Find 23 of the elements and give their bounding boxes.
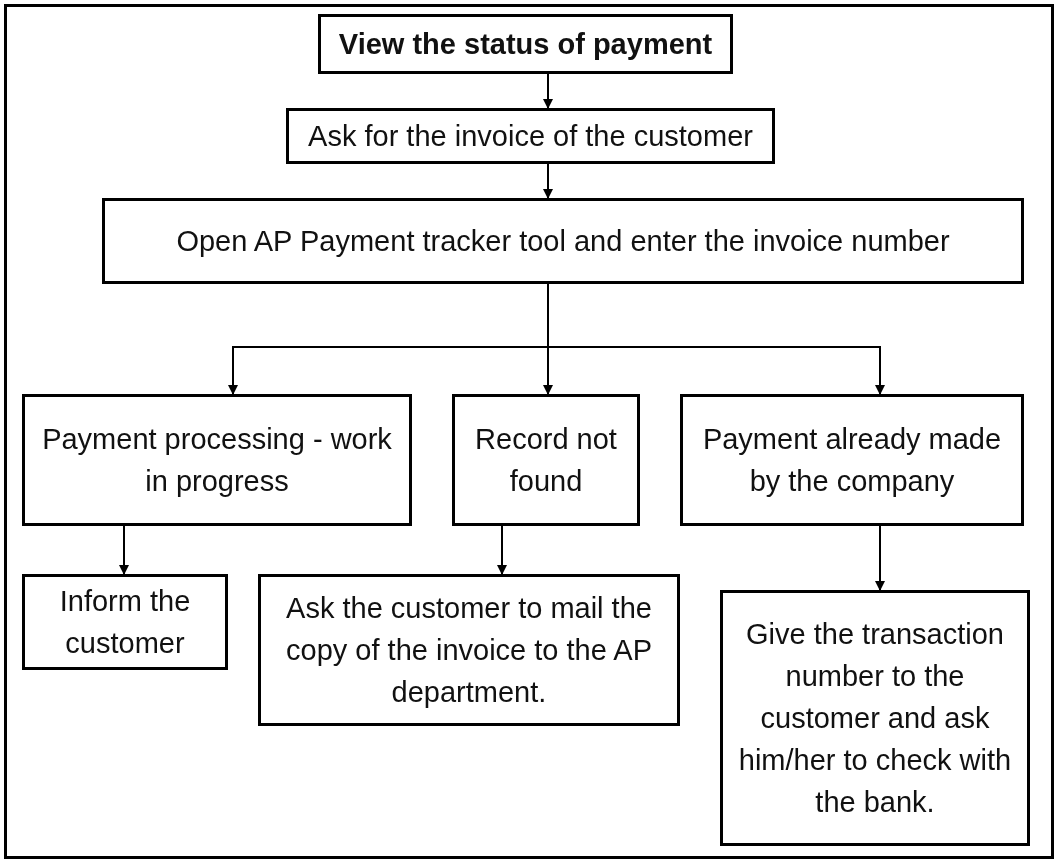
process-box: [22, 394, 412, 526]
step-text: Inform the customer: [58, 584, 192, 661]
process-box: [286, 108, 775, 164]
step-text: Payment already made by the company: [701, 422, 1003, 499]
step-text: Open AP Payment tracker tool and enter the invoice number: [176, 224, 950, 259]
arrow: [543, 163, 553, 199]
step-text: Ask for the invoice of the customer: [308, 119, 753, 154]
process-box: [720, 590, 1030, 846]
step-text: View the status of payment: [338, 27, 713, 62]
arrow: [875, 525, 885, 591]
step-text: Payment processing - work in progress: [41, 422, 393, 499]
step-text: Ask the customer to mail the copy of the invoice to the AP department.: [285, 591, 653, 710]
arrow: [497, 525, 507, 575]
process-box: [102, 198, 1024, 284]
step-text: Record not found: [474, 422, 618, 499]
step-text: Give the transaction number to the customer and ask him/her to check with the bank.: [737, 617, 1013, 820]
process-box: [22, 574, 228, 670]
arrow: [543, 73, 553, 109]
process-box: [318, 14, 733, 74]
process-box: [258, 574, 680, 726]
process-box: [452, 394, 640, 526]
process-box: [680, 394, 1024, 526]
arrow: [119, 525, 129, 575]
